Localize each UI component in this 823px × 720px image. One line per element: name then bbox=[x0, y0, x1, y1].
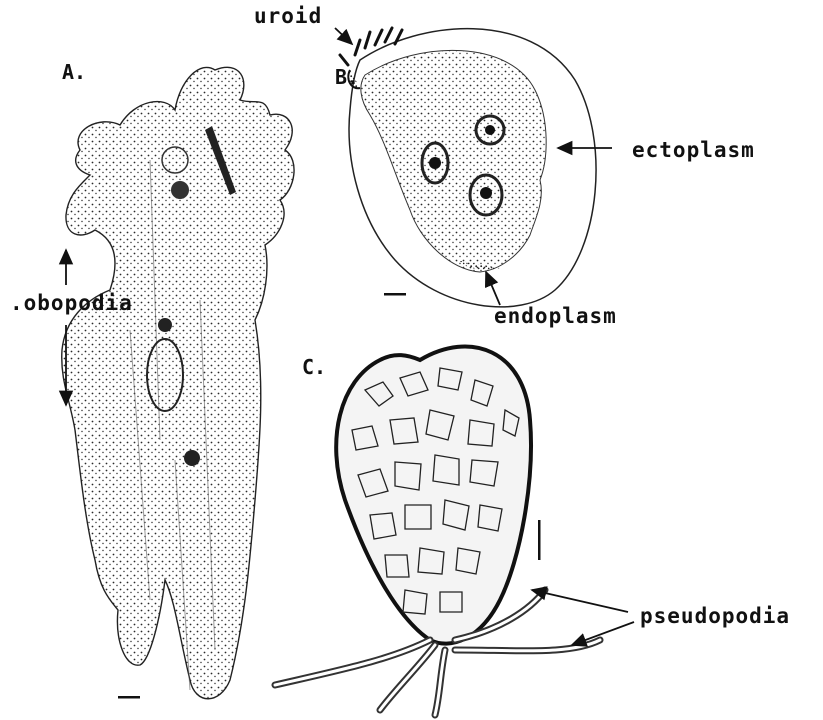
amoeba-ectoplasm-illustration bbox=[340, 28, 596, 307]
label-pseudopodia: pseudopodia bbox=[640, 606, 790, 627]
panel-mark-c: C. bbox=[302, 357, 326, 377]
label-uroid: uroid bbox=[254, 6, 322, 27]
panel-mark-b: B. bbox=[335, 67, 359, 87]
uroid-arrow bbox=[335, 28, 352, 44]
amoeba-lobopodia-illustration bbox=[62, 67, 294, 698]
endoplasm-arrow bbox=[486, 272, 500, 305]
cytoplasm bbox=[361, 50, 546, 272]
pseudopodia-arrow-1 bbox=[532, 590, 628, 612]
label-lobopodia: .obopodia bbox=[10, 293, 133, 314]
label-endoplasm: endoplasm bbox=[494, 306, 617, 327]
amoeba-body bbox=[62, 67, 294, 698]
label-ectoplasm: ectoplasm bbox=[632, 140, 755, 161]
testate-amoeba-illustration bbox=[275, 347, 600, 716]
panel-mark-a: A. bbox=[62, 62, 86, 82]
